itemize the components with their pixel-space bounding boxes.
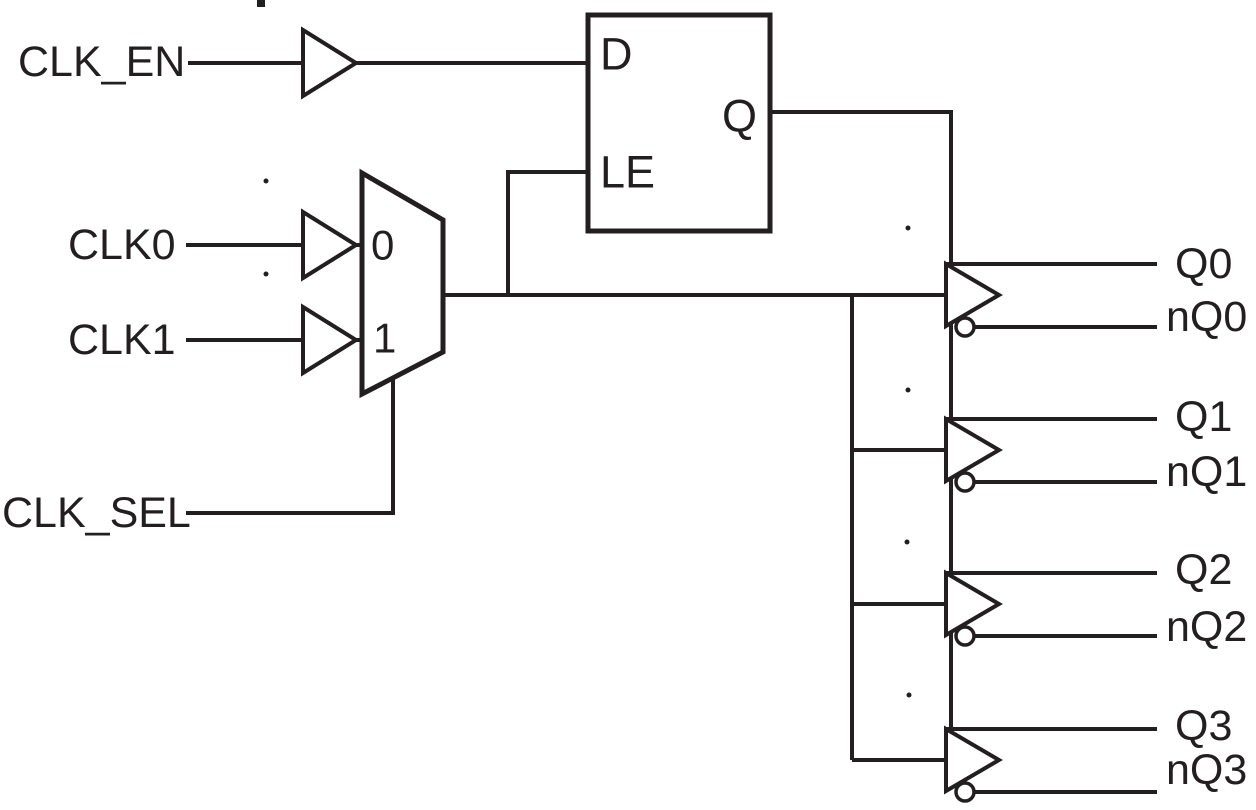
latch-q-rail bbox=[770, 110, 953, 729]
wires bbox=[186, 61, 1157, 794]
q1-label: Q1 bbox=[1175, 393, 1232, 441]
output-buffer-q2 bbox=[944, 569, 1003, 639]
clk-sel-wire bbox=[186, 378, 395, 515]
clk-sel-label: CLK_SEL bbox=[2, 489, 191, 537]
clk-en-buffer bbox=[301, 26, 360, 100]
output-buffer-q3 bbox=[944, 725, 1003, 795]
mux-input0-label: 0 bbox=[371, 222, 394, 269]
print-artifact-dots bbox=[257, 0, 912, 698]
clk1-buffer bbox=[301, 303, 360, 377]
output-buffer-q3-inversion-bubble bbox=[954, 781, 976, 803]
clk0-label: CLK0 bbox=[68, 221, 176, 269]
q3-label: Q3 bbox=[1175, 702, 1232, 750]
nq3-label: nQ3 bbox=[1166, 746, 1247, 794]
output-buffer-q1 bbox=[944, 415, 1003, 485]
mux-input1-label: 1 bbox=[373, 315, 396, 362]
output-buffer-q1-inversion-bubble bbox=[954, 471, 976, 493]
artifact-dot bbox=[905, 225, 911, 231]
artifact-dot bbox=[904, 539, 910, 545]
nq0-label: nQ0 bbox=[1166, 293, 1247, 341]
output-buffer-q0 bbox=[944, 260, 1003, 330]
latch-q-pin-label: Q bbox=[722, 91, 757, 142]
artifact-dot bbox=[905, 387, 911, 393]
latch-le-pin-label: LE bbox=[600, 147, 655, 198]
latch-d-pin-label: D bbox=[600, 29, 633, 80]
q0-label: Q0 bbox=[1175, 240, 1232, 288]
clk0-buffer bbox=[301, 208, 360, 282]
nq1-label: nQ1 bbox=[1166, 448, 1247, 496]
clock-mux bbox=[359, 168, 446, 399]
d-latch-box bbox=[585, 12, 773, 234]
output-buffer-q2-inversion-bubble bbox=[954, 625, 976, 647]
output-buffer-q0-inversion-bubble bbox=[954, 316, 976, 338]
artifact-dot bbox=[263, 271, 269, 277]
artifact-dot bbox=[906, 692, 912, 698]
artifact-dot bbox=[263, 178, 269, 184]
q2-label: Q2 bbox=[1175, 546, 1232, 594]
clk1-label: CLK1 bbox=[68, 316, 176, 364]
nq2-label: nQ2 bbox=[1166, 603, 1247, 651]
latch-le-wire bbox=[506, 170, 588, 295]
artifact-tick bbox=[257, 0, 265, 7]
clk-en-label: CLK_EN bbox=[18, 38, 185, 86]
